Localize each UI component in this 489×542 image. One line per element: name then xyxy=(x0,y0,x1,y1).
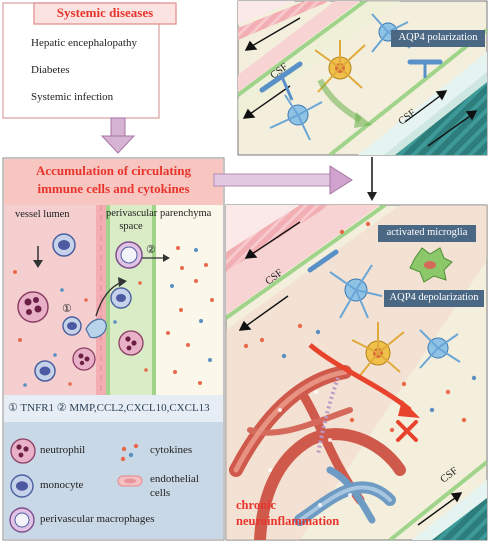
mediators-legend: ① TNFR1 ② MMP,CCL2,CXCL10,CXCL13 xyxy=(8,402,210,414)
legend-neutrophil-label: neutrophil xyxy=(40,444,86,456)
flow-arrows-bottom xyxy=(238,221,463,526)
perivascular-cells xyxy=(95,241,170,372)
aqp4-depolarization-box xyxy=(384,290,484,307)
step-2-marker: ② xyxy=(146,244,156,256)
legend-icons xyxy=(9,438,143,533)
accumulation-title-line2: immune cells and cytokines xyxy=(37,181,190,196)
cytokines-bottom xyxy=(243,221,477,433)
vascular-network xyxy=(229,365,406,540)
vessel-lumen-label: vessel lumen xyxy=(15,209,70,220)
step-1-marker: ① xyxy=(62,303,72,315)
parenchyma-cytokines xyxy=(166,246,214,385)
accumulation-title-line1: Accumulation of circulating xyxy=(35,163,192,178)
right-arrow-icon xyxy=(213,165,353,195)
disease-item-systemic-infection: Systemic infection xyxy=(31,91,114,103)
legend-endothelial-label-line1: endothelial xyxy=(150,473,199,485)
neutrophil-legend-icon xyxy=(10,438,36,464)
top-right-panel xyxy=(237,0,488,156)
bottom-right-panel xyxy=(225,204,488,541)
legend-macrophage-label: perivascular macrophages xyxy=(40,513,155,525)
macrophage-legend-icon xyxy=(9,507,35,533)
chronic-neuroinflammation-line1: chronic xyxy=(236,498,277,512)
chronic-neuroinflammation-line2: neuroinflammation xyxy=(236,514,340,528)
parenchyma-label: parenchyma xyxy=(160,208,212,219)
activated-microglia-label: activated microglia xyxy=(386,227,468,238)
aqp4-polarization-label: AQP4 polarization xyxy=(398,32,478,43)
perivascular-label-line1: perivascular xyxy=(106,208,158,219)
systemic-diseases-title: Systemic diseases xyxy=(56,5,154,20)
lumen-cells xyxy=(13,233,107,387)
systemic-diseases-box xyxy=(2,2,177,119)
legend-cytokines-label: cytokines xyxy=(150,444,193,456)
aqp4-polarization-box xyxy=(391,30,485,47)
monocyte-legend-icon xyxy=(10,474,34,498)
endothelial-legend-icon xyxy=(117,475,143,487)
disease-item-diabetes: Diabetes xyxy=(31,64,70,76)
aqp4-depolarization-label: AQP4 depolarization xyxy=(389,292,479,303)
glial-cells-bottom xyxy=(307,247,461,456)
cytokines-legend-icon xyxy=(120,443,139,462)
astrocyte-cells-top xyxy=(259,13,443,141)
legend-endothelial-label-line2: cells xyxy=(150,487,171,499)
down-arrow-icon xyxy=(100,117,136,154)
disease-item-hepatic: Hepatic encephalopathy xyxy=(31,37,137,49)
flow-arrows-top xyxy=(242,17,478,147)
legend-monocyte-label: monocyte xyxy=(40,479,84,491)
activated-microglia-box xyxy=(378,225,476,242)
perivascular-label-line2: space xyxy=(119,221,143,232)
down-arrow-small-icon xyxy=(367,157,377,201)
